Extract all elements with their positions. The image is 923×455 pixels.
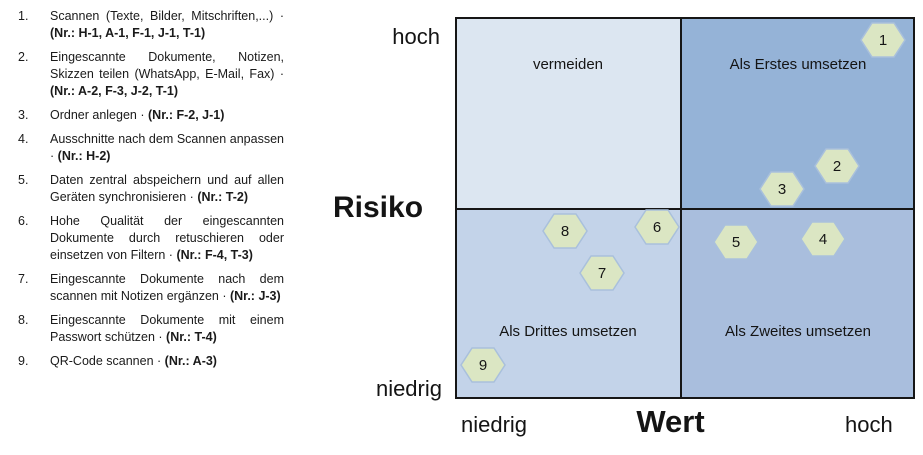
value-tick-high: hoch bbox=[845, 412, 893, 437]
task-number: 2. bbox=[18, 50, 29, 64]
svg-text:9: 9 bbox=[479, 357, 487, 374]
horizontal-divider bbox=[455, 208, 915, 210]
hexagon-marker-6: 6 bbox=[634, 209, 680, 245]
task-number: 7. bbox=[18, 272, 29, 286]
hexagon-marker-5: 5 bbox=[713, 224, 759, 260]
svg-text:2: 2 bbox=[833, 158, 841, 175]
task-ref: (Nr.: F-2, J-1) bbox=[148, 108, 225, 122]
task-text: Eingescannte Dokumente nach dem scannen … bbox=[50, 272, 284, 303]
svg-text:8: 8 bbox=[561, 223, 569, 240]
risk-tick-low: niedrig bbox=[375, 376, 442, 401]
task-text: Hohe Qualität der eingescannten Dokument… bbox=[50, 214, 284, 262]
task-text: Daten zentral abspeichern und auf allen … bbox=[50, 173, 284, 204]
task-text: Eingescannte Dokumente mit einem Passwor… bbox=[50, 313, 284, 344]
risk-tick-high: hoch bbox=[392, 24, 440, 49]
quadrant-label: vermeiden bbox=[532, 56, 604, 73]
list-item: 6. Hohe Qualität der eingescannten Dokum… bbox=[0, 213, 304, 264]
svg-text:4: 4 bbox=[819, 231, 827, 248]
priority-matrix: vermeiden Als Erstes umsetzen Als Dritte… bbox=[455, 17, 915, 399]
quadrant-label: Als Erstes umsetzen bbox=[729, 56, 867, 73]
list-item: 8. Eingescannte Dokumente mit einem Pass… bbox=[0, 312, 304, 346]
value-axis-label: Wert bbox=[636, 404, 705, 439]
task-number: 5. bbox=[18, 173, 29, 187]
list-item: 1. Scannen (Texte, Bilder, Mitschriften,… bbox=[0, 8, 304, 42]
value-tick-low: niedrig bbox=[461, 412, 528, 437]
list-item: 3. Ordner anlegen · (Nr.: F-2, J-1) bbox=[0, 107, 304, 124]
list-item: 5. Daten zentral abspeichern und auf all… bbox=[0, 172, 304, 206]
task-number: 3. bbox=[18, 108, 29, 122]
task-text: Scannen (Texte, Bilder, Mitschriften,...… bbox=[50, 9, 284, 40]
list-item: 7. Eingescannte Dokumente nach dem scann… bbox=[0, 271, 304, 305]
quadrant-label: Als Drittes umsetzen bbox=[499, 323, 637, 340]
hexagon-marker-4: 4 bbox=[800, 221, 846, 257]
list-item: 4. Ausschnitte nach dem Scannen anpassen… bbox=[0, 131, 304, 165]
hexagon-marker-3: 3 bbox=[759, 171, 805, 207]
task-ref: (Nr.: A-3) bbox=[164, 354, 217, 368]
svg-text:1: 1 bbox=[879, 32, 887, 49]
task-ref: (Nr.: J-3) bbox=[229, 289, 281, 303]
quadrant-label: Als Zweites umsetzen bbox=[725, 323, 871, 340]
task-list: 1. Scannen (Texte, Bilder, Mitschriften,… bbox=[0, 8, 304, 377]
task-text: QR-Code scannen · (Nr.: A-3) bbox=[50, 354, 217, 368]
task-number: 8. bbox=[18, 313, 29, 327]
task-text: Ausschnitte nach dem Scannen anpassen · … bbox=[50, 132, 284, 163]
svg-text:7: 7 bbox=[598, 265, 606, 282]
risk-axis-label: Risiko bbox=[333, 191, 424, 224]
task-ref: (Nr.: H-2) bbox=[57, 149, 111, 163]
hexagon-marker-9: 9 bbox=[460, 347, 506, 383]
task-text: Ordner anlegen · (Nr.: F-2, J-1) bbox=[50, 108, 225, 122]
task-ref: (Nr.: H-1, A-1, F-1, J-1, T-1) bbox=[50, 26, 206, 40]
quadrant-bottom-right: Als Zweites umsetzen bbox=[681, 209, 915, 399]
task-ref: (Nr.: A-2, F-3, J-2, T-1) bbox=[50, 84, 179, 98]
list-item: 9. QR-Code scannen · (Nr.: A-3) bbox=[0, 353, 304, 370]
task-ref: (Nr.: T-2) bbox=[197, 190, 249, 204]
hexagon-marker-8: 8 bbox=[542, 213, 588, 249]
svg-text:3: 3 bbox=[778, 181, 786, 198]
hexagon-marker-1: 1 bbox=[860, 22, 906, 58]
task-ref: (Nr.: F-4, T-3) bbox=[176, 248, 253, 262]
quadrant-top-left: vermeiden bbox=[455, 17, 681, 209]
task-ref: (Nr.: T-4) bbox=[166, 330, 217, 344]
task-number: 1. bbox=[18, 9, 29, 23]
task-number: 6. bbox=[18, 214, 29, 228]
task-text: Eingescannte Dokumente, Notizen, Skizzen… bbox=[50, 50, 284, 98]
svg-text:6: 6 bbox=[653, 219, 661, 236]
svg-text:5: 5 bbox=[732, 234, 740, 251]
hexagon-marker-7: 7 bbox=[579, 255, 625, 291]
task-number: 9. bbox=[18, 354, 29, 368]
task-number: 4. bbox=[18, 132, 29, 146]
hexagon-marker-2: 2 bbox=[814, 148, 860, 184]
list-item: 2. Eingescannte Dokumente, Notizen, Skiz… bbox=[0, 49, 304, 100]
